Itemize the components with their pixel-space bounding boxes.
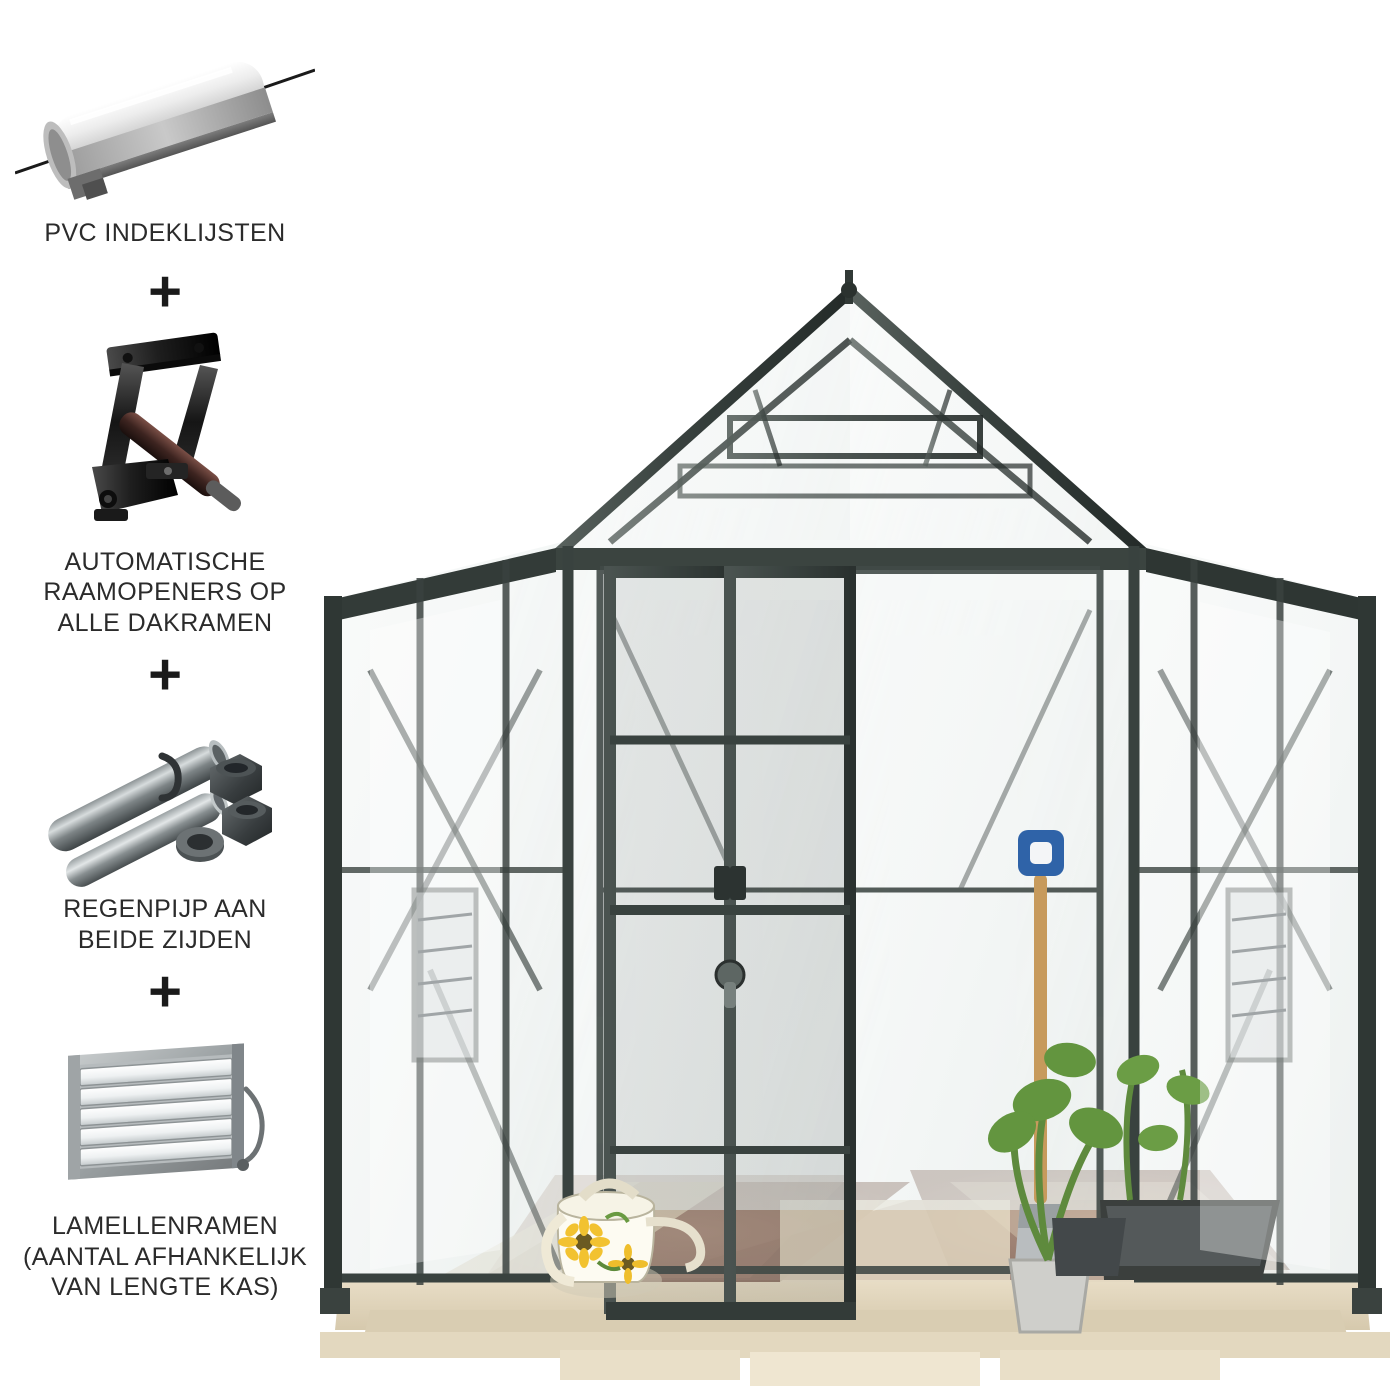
plus-separator-2: + [148, 642, 182, 707]
feature-item-louvre: LAMELLENRAMEN (AANTAL AFHANKELIJK VAN LE… [0, 1031, 330, 1303]
feature-caption-opener: AUTOMATISCHE RAAMOPENERS OP ALLE DAKRAME… [43, 547, 287, 637]
automatic-window-opener-icon [50, 327, 280, 547]
feature-item-rainpipe: REGENPIJP AAN BEIDE ZIJDEN [0, 714, 330, 955]
eaves-beam [330, 548, 1370, 622]
louvre-window-icon [50, 1031, 280, 1211]
corner-posts [320, 596, 1382, 1314]
watering-can-sunflower [541, 1178, 706, 1298]
plus-separator-1: + [148, 258, 182, 324]
glass-reflections [370, 600, 1330, 1270]
rain-pipe-icon [40, 714, 290, 894]
double-doors [604, 566, 856, 1320]
louvre-window-left [411, 887, 479, 1063]
feature-caption-rainpipe: REGENPIJP AAN BEIDE ZIJDEN [63, 895, 267, 954]
louvre-window-right [1225, 887, 1293, 1063]
plus-separator-3: + [148, 959, 182, 1024]
feature-list: PVC INDEKLIJSTEN + [0, 0, 330, 1400]
feature-caption-louvre: LAMELLENRAMEN (AANTAL AFHANKELIJK VAN LE… [22, 1212, 308, 1301]
greenhouse-product-image [310, 270, 1400, 1390]
roof-finial [841, 270, 857, 304]
feature-caption-pvc: PVC INDEKLIJSTEN [44, 219, 286, 247]
door-handle [714, 866, 746, 1008]
feature-item-pvc: PVC INDEKLIJSTEN [0, 28, 330, 249]
pvc-glazing-bar-icon [14, 28, 316, 218]
plant-tray [1052, 1054, 1280, 1280]
feature-item-opener: AUTOMATISCHE RAAMOPENERS OP ALLE DAKRAME… [0, 327, 330, 639]
